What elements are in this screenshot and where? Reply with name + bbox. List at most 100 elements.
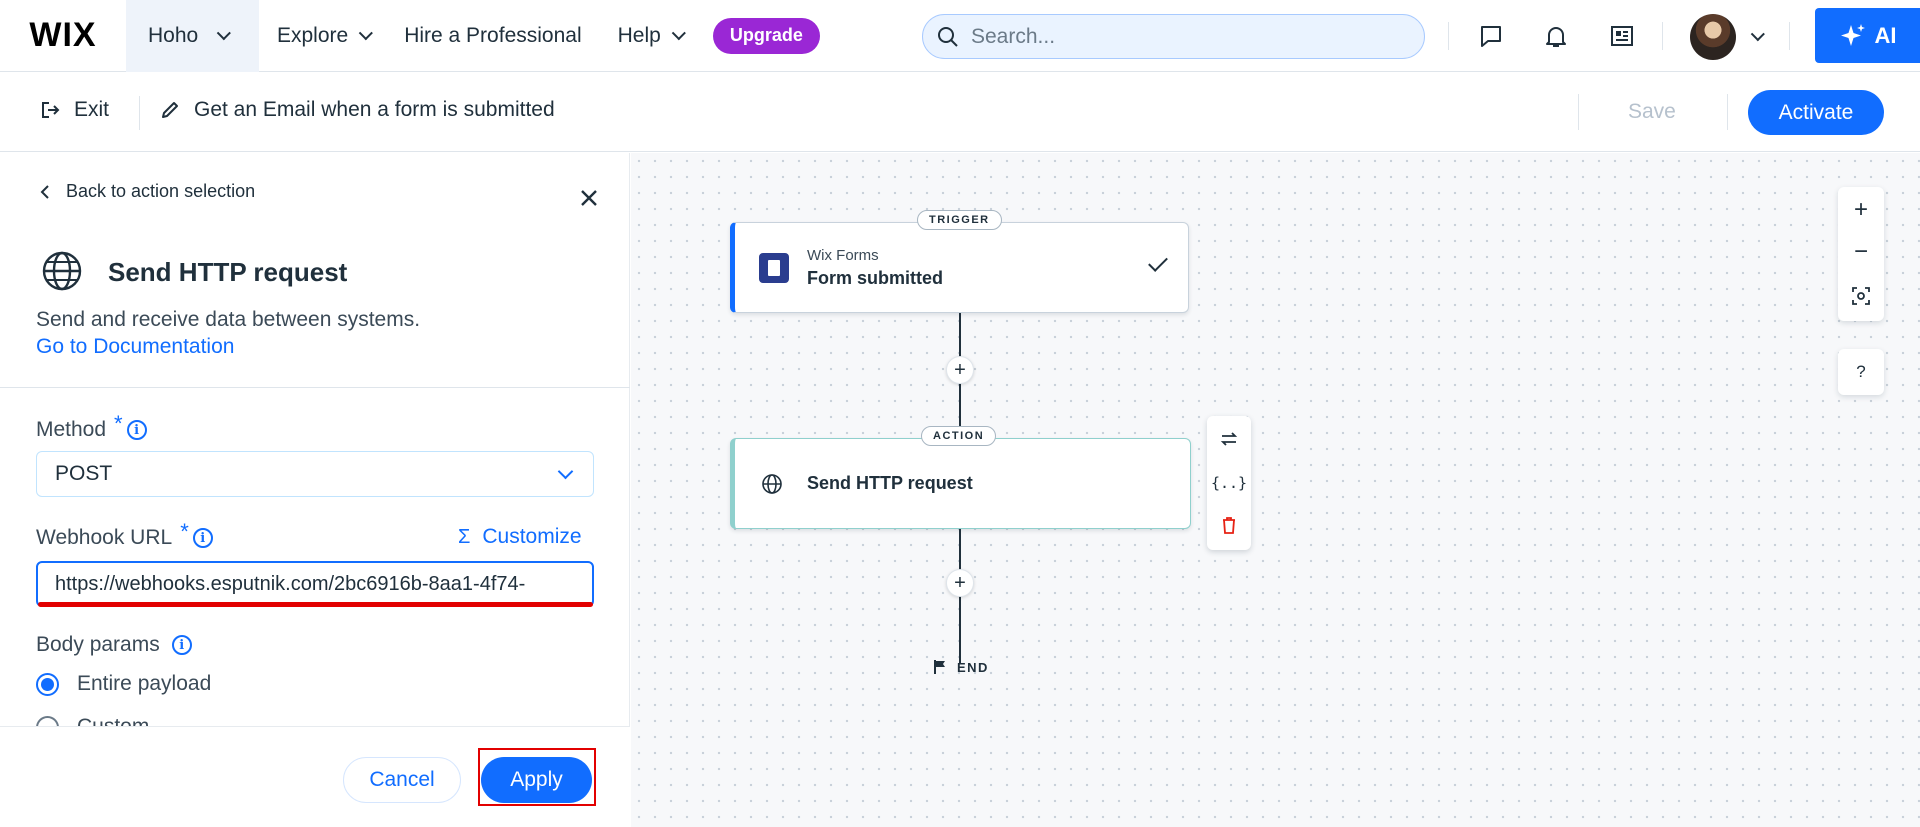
zoom-in-icon[interactable]: + [1853,196,1868,223]
search-icon [938,26,958,47]
radio-label: Entire payload [77,672,212,695]
back-label: Back to action selection [66,181,256,201]
radio-button[interactable] [36,672,59,696]
add-step-button[interactable]: + [946,569,974,597]
back-to-action-selection[interactable]: Back to action selection [40,181,255,202]
body-params-label: Body params [36,633,160,656]
nav-explore[interactable]: Explore [259,0,386,72]
method-value: POST [55,462,113,485]
action-node[interactable]: Send HTTP request [730,438,1191,529]
body-params-label-row: Body params i [36,633,192,657]
highlight-box [478,748,596,806]
info-icon[interactable]: i [126,420,147,440]
form-icon [759,253,789,283]
top-bar: WIX Hoho Explore Hire a Professional Hel… [0,0,1920,72]
add-step-button[interactable]: + [946,356,974,384]
automation-title-text: Get an Email when a form is submitted [194,98,555,121]
method-label: Method [36,418,107,441]
end-label: END [957,659,989,675]
trigger-pill: TRIGGER [917,210,1002,230]
chevron-left-icon [40,184,49,199]
trigger-event: Form submitted [807,268,944,288]
chevron-down-icon [671,25,686,40]
radio-entire-payload[interactable]: Entire payload [36,672,211,696]
globe-icon [762,474,782,494]
panel-title: Send HTTP request [108,257,348,287]
automation-title[interactable]: Get an Email when a form is submitted [160,98,555,122]
customize-button[interactable]: Σ Customize [458,525,582,549]
action-pill: ACTION [921,426,997,446]
sparkle-icon [1840,23,1865,46]
ai-label: AI [1874,22,1897,48]
action-name: Send HTTP request [807,473,973,493]
panel-description: Send and receive data between systems. [36,308,421,331]
divider [1789,22,1790,50]
customize-label: Customize [482,525,582,548]
divider [139,96,140,130]
trash-icon[interactable] [1207,505,1251,545]
exit-button[interactable]: Exit [40,98,109,122]
flag-icon [934,660,945,674]
save-button[interactable]: Save [1628,100,1676,123]
help-button[interactable]: ? [1838,349,1884,395]
zoom-controls: + − [1838,187,1884,321]
activate-button[interactable]: Activate [1748,90,1884,135]
site-name: Hoho [148,23,199,47]
check-icon [1148,252,1168,272]
action-toolbar: {..} [1207,416,1251,550]
trigger-app: Wix Forms [807,247,879,264]
zoom-out-icon[interactable]: − [1853,238,1868,265]
info-icon[interactable]: i [171,635,192,655]
divider [1448,22,1449,50]
apply-button[interactable]: Apply [481,757,592,803]
divider [1578,94,1579,130]
chat-icon[interactable] [1475,20,1507,52]
replace-icon[interactable] [1207,419,1251,459]
news-icon[interactable] [1606,20,1638,52]
info-icon[interactable]: i [192,528,213,548]
search-input[interactable] [971,24,1391,49]
nav-help[interactable]: Help [600,0,699,72]
required-mark: * [180,519,189,544]
chevron-down-icon [358,25,374,40]
pencil-icon [162,102,178,118]
wix-logo[interactable]: WIX [29,16,97,54]
site-switcher[interactable]: Hoho [126,0,259,72]
bell-icon[interactable] [1540,20,1572,52]
chevron-down-icon [557,463,574,480]
exit-label: Exit [74,98,110,121]
required-mark: * [114,411,123,436]
webhook-url-field[interactable] [36,561,594,607]
end-marker: END [933,659,989,675]
search-bar[interactable] [922,14,1425,59]
sigma-icon: Σ [458,525,471,548]
method-select[interactable]: POST [36,451,594,497]
trigger-node[interactable]: Wix Forms Form submitted [730,222,1189,313]
divider [1727,94,1728,130]
panel-footer: Cancel Apply [0,726,630,827]
variables-icon[interactable]: {..} [1210,474,1248,492]
globe-icon [42,251,82,291]
method-label-row: Method * i [36,411,147,443]
nav-explore-label: Explore [277,23,349,47]
avatar[interactable] [1690,14,1736,60]
nav-hire-professional[interactable]: Hire a Professional [386,0,599,72]
documentation-link[interactable]: Go to Documentation [36,335,235,358]
upgrade-button[interactable]: Upgrade [712,17,820,54]
nav-hire-label: Hire a Professional [404,23,582,47]
exit-icon [42,102,60,118]
highlight-underline [38,602,593,607]
webhook-label-row: Webhook URL * i [36,519,213,551]
divider [0,387,630,388]
workflow-canvas[interactable]: Wix Forms Form submitted TRIGGER + Send … [631,153,1920,827]
automation-header: Exit Get an Email when a form is submitt… [0,72,1920,152]
chevron-down-icon [216,25,232,40]
divider [1662,22,1663,50]
action-settings-panel: Back to action selection Send HTTP reque… [0,153,630,827]
cancel-button[interactable]: Cancel [343,757,461,803]
fit-to-screen-icon[interactable] [1838,275,1884,317]
nav-help-label: Help [617,23,661,47]
webhook-label: Webhook URL [36,526,173,549]
ai-button[interactable]: AI [1815,8,1920,63]
close-icon[interactable] [574,183,604,213]
